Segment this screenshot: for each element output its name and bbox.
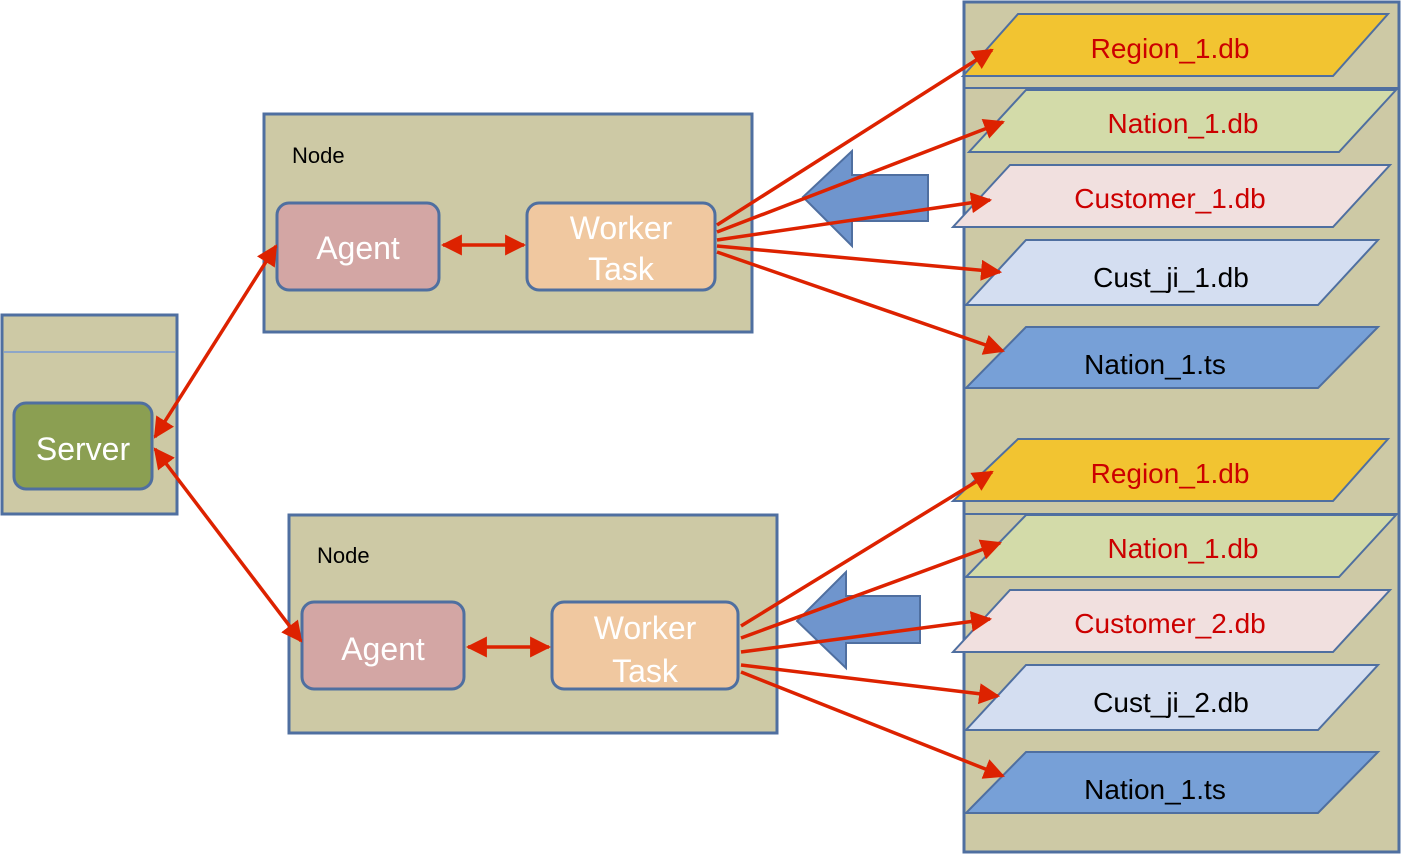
- connector-worker-file: [740, 470, 994, 628]
- agent-label: Agent: [341, 631, 425, 667]
- worker-label: Worker: [594, 610, 697, 646]
- server-label: Server: [36, 431, 131, 467]
- connector-worker-file: [740, 539, 1002, 640]
- worker-label: Worker: [570, 210, 673, 246]
- file-shape: [963, 664, 1381, 731]
- file-shape: [963, 326, 1381, 389]
- connectors: [153, 48, 1005, 779]
- connector-worker-file: [740, 663, 1001, 705]
- connector-worker-file: [740, 611, 993, 654]
- connector-worker-file: [716, 48, 994, 227]
- file-label: Cust_ji_1.db: [1093, 262, 1249, 293]
- connector-worker-file: [716, 118, 1005, 234]
- worker-task-box: [550, 600, 740, 691]
- file-label: Region_1.db: [1091, 33, 1250, 64]
- file-shape: [963, 751, 1381, 814]
- file-shape: [963, 239, 1381, 306]
- block-arrow-icon: [795, 569, 921, 671]
- agent-label: Agent: [316, 230, 400, 266]
- connector-worker-file: [716, 244, 1003, 281]
- file-label: Nation_1.db: [1107, 108, 1258, 139]
- task-label: Task: [588, 251, 655, 287]
- connector-worker-file: [716, 250, 1005, 355]
- worker-task-box: [525, 201, 717, 292]
- file-label: Nation_1.ts: [1084, 349, 1226, 380]
- connector-server-node: [153, 447, 303, 643]
- file-label: Cust_ji_2.db: [1093, 687, 1249, 718]
- file-label: Nation_1.ts: [1084, 774, 1226, 805]
- file-label: Customer_2.db: [1074, 608, 1265, 639]
- file-label: Region_1.db: [1091, 458, 1250, 489]
- block-arrow-icon: [801, 148, 929, 249]
- connector-worker-file: [716, 192, 993, 242]
- file-label: Nation_1.db: [1107, 533, 1258, 564]
- node-title: Node: [317, 543, 370, 568]
- connector-server-node: [153, 244, 278, 439]
- task-label: Task: [612, 653, 679, 689]
- agent-box: [300, 600, 466, 691]
- server-box: [12, 401, 154, 491]
- file-label: Customer_1.db: [1074, 183, 1265, 214]
- node-title: Node: [292, 143, 345, 168]
- connector-worker-file: [740, 670, 1005, 779]
